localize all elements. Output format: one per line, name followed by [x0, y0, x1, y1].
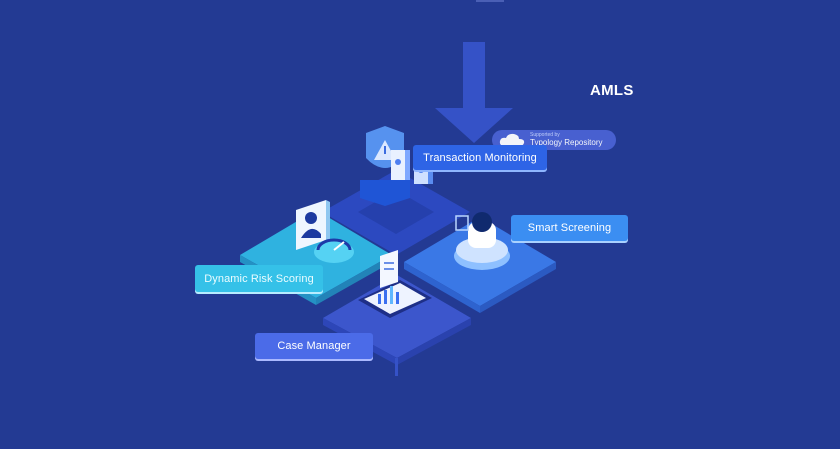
- case-tablet-icon: [358, 250, 432, 318]
- typology-caption: Supported by: [530, 132, 560, 138]
- transaction-monitoring-label: Transaction Monitoring: [413, 145, 547, 170]
- person-screening-icon: [454, 212, 510, 270]
- down-arrow-icon: [435, 42, 513, 143]
- gauge-icon: [314, 238, 354, 263]
- smart-screening-label: Smart Screening: [511, 215, 628, 241]
- profile-card-icon: [296, 200, 330, 250]
- connector-line: [395, 358, 398, 376]
- dynamic-risk-scoring-label: Dynamic Risk Scoring: [195, 265, 323, 292]
- cloud-icon: [499, 133, 525, 146]
- typology-name: Typology Repository: [530, 138, 603, 147]
- case-manager-label: Case Manager: [255, 333, 373, 359]
- amls-title: AMLS: [590, 82, 634, 99]
- top-mark: [476, 0, 504, 2]
